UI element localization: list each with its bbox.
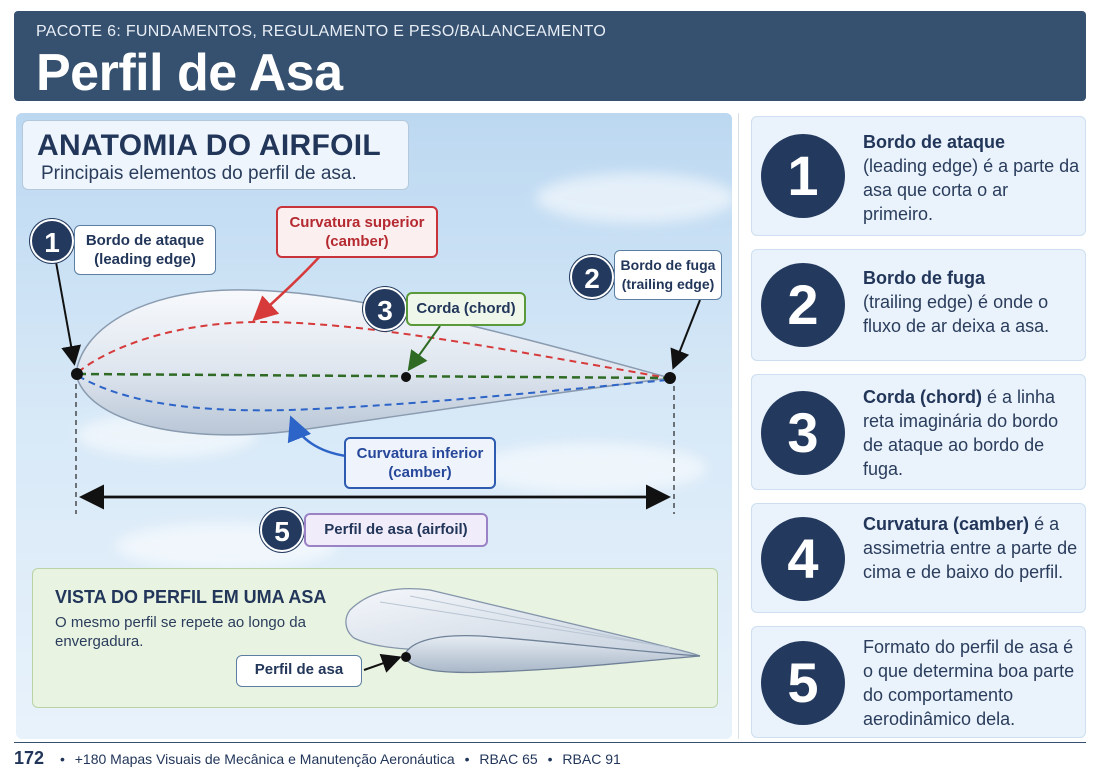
book-title: +180 Mapas Visuais de Mecânica e Manuten… <box>74 751 455 767</box>
trailing-edge-point <box>664 372 676 384</box>
definition-card-3: 3 Corda (chord) é a linha reta imaginári… <box>751 374 1086 490</box>
card-number: 3 <box>761 391 845 475</box>
leading-edge-point <box>71 368 83 380</box>
definition-card-2: 2 Bordo de fuga (trailing edge) é onde o … <box>751 249 1086 361</box>
wing-end-profile <box>403 634 701 674</box>
card-term: Curvatura (camber) <box>863 514 1030 534</box>
cloud-decoration <box>536 173 732 223</box>
card-text: Bordo de ataque (leading edge) é a parte … <box>863 130 1081 226</box>
marker-3: 3 <box>363 287 407 331</box>
definition-card-5: 5 Formato do perfil de asa é o que deter… <box>751 626 1086 738</box>
package-label: PACOTE 6: FUNDAMENTOS, REGULAMENTO E PES… <box>36 23 607 40</box>
footer-rule <box>14 742 1086 743</box>
card-number: 2 <box>761 263 845 347</box>
upper-camber-label: Curvatura superior (camber) <box>276 206 438 258</box>
card-definition: (leading edge) é a parte da asa que cort… <box>863 156 1080 224</box>
chord-label: Corda (chord) <box>406 292 526 326</box>
airfoil-label: Perfil de asa (airfoil) <box>304 513 488 547</box>
trailing-edge-label-line2: (trailing edge) <box>621 276 715 292</box>
card-term: Corda (chord) <box>863 387 982 407</box>
anatomy-title: ANATOMIA DO AIRFOIL <box>37 129 382 162</box>
card-number: 5 <box>761 641 845 725</box>
card-definition: é a linha reta imaginária do bordo de at… <box>863 387 1059 479</box>
card-number: 4 <box>761 517 845 601</box>
regulation-ref-2: RBAC 91 <box>562 751 621 767</box>
card-text: Curvatura (camber) é a assimetria entre … <box>863 512 1081 584</box>
bullet-separator: • <box>464 751 470 767</box>
upper-camber-line <box>77 320 669 379</box>
chord-line <box>77 372 669 380</box>
leading-edge-label-line1: Bordo de ataque <box>85 232 205 249</box>
page-title: Perfil de Asa <box>36 44 343 102</box>
bullet-separator: • <box>547 751 553 767</box>
card-text: Formato do perfil de asa é o que determi… <box>863 635 1081 731</box>
page-footer: 172 • +180 Mapas Visuais de Mecânica e M… <box>14 748 621 769</box>
wing-profile-label: Perfil de asa <box>236 655 362 687</box>
lower-camber-arrow <box>287 415 347 458</box>
definition-card-4: 4 Curvatura (camber) é a assimetria entr… <box>751 503 1086 613</box>
bullet-separator: • <box>59 751 65 767</box>
airfoil-diagram <box>55 253 701 514</box>
chord-point <box>401 372 411 382</box>
card-text: Bordo de fuga (trailing edge) é onde o fl… <box>863 266 1081 338</box>
leading-edge-label-line2: (leading edge) <box>94 251 196 268</box>
marker-5: 5 <box>260 508 304 552</box>
wing-label-arrow <box>363 653 402 673</box>
card-definition: é a assimetria entre a parte de cima e d… <box>863 514 1078 582</box>
upper-camber-label-line2: (camber) <box>325 233 389 250</box>
trailing-edge-label-line1: Bordo de fuga <box>620 257 716 273</box>
card-term: Bordo de ataque <box>863 132 1006 152</box>
chord-arrow <box>407 325 441 372</box>
lower-camber-line <box>77 375 669 412</box>
trailing-edge-label: Bordo de fuga (trailing edge) <box>614 250 722 300</box>
marker-1: 1 <box>30 219 74 263</box>
page-header: PACOTE 6: FUNDAMENTOS, REGULAMENTO E PES… <box>14 11 1086 101</box>
anatomy-subtitle: Principais elementos do perfil de asa. <box>41 163 357 184</box>
lower-camber-label: Curvatura inferior (camber) <box>344 437 496 489</box>
page-number: 172 <box>14 748 45 768</box>
card-number: 1 <box>761 134 845 218</box>
anatomy-title-box: ANATOMIA DO AIRFOIL Principais elementos… <box>22 120 409 190</box>
wing-illustration <box>345 587 701 674</box>
card-text: Corda (chord) é a linha reta imaginária … <box>863 385 1081 481</box>
lower-camber-label-line1: Curvatura inferior <box>356 445 484 462</box>
card-definition: Formato do perfil de asa é o que determi… <box>863 637 1075 729</box>
upper-camber-arrow <box>252 253 323 322</box>
column-divider <box>738 113 739 739</box>
regulation-ref-1: RBAC 65 <box>479 751 538 767</box>
lower-camber-label-line2: (camber) <box>388 464 452 481</box>
upper-camber-label-line1: Curvatura superior <box>289 214 425 231</box>
wing-view-description: O mesmo perfil se repete ao longo da env… <box>55 614 306 650</box>
definition-card-1: 1 Bordo de ataque (leading edge) é a part… <box>751 116 1086 236</box>
trailing-edge-arrow <box>670 299 701 370</box>
card-definition: (trailing edge) é onde o fluxo de ar dei… <box>863 292 1050 336</box>
leading-edge-label: Bordo de ataque (leading edge) <box>74 225 216 275</box>
leading-edge-arrow <box>55 261 82 366</box>
card-term: Bordo de fuga <box>863 268 985 288</box>
wing-view-title: VISTA DO PERFIL EM UMA ASA <box>55 587 327 607</box>
marker-2: 2 <box>570 255 614 299</box>
